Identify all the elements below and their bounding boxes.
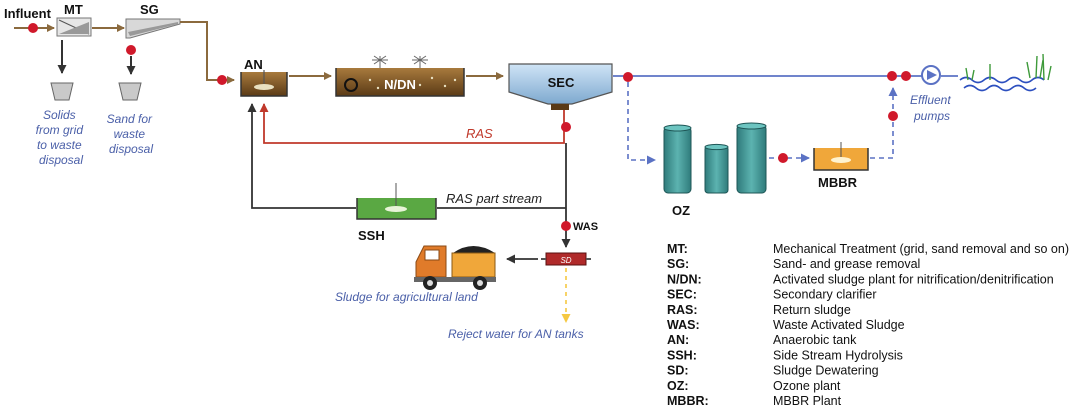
legend-abbr: SSH: (667, 348, 697, 362)
sec-to-oz-line (627, 82, 656, 165)
legend: MT: Mechanical Treatment (grid, sand remo… (667, 242, 1069, 408)
legend-description: Return sludge (773, 303, 851, 317)
ndn-tank (335, 68, 465, 97)
sample-point-oz-outlet (778, 153, 788, 163)
ndn-label: N/DN (384, 77, 416, 92)
legend-abbr: MT: (667, 242, 688, 256)
sample-point-ras (561, 122, 571, 132)
legend-abbr: WAS: (667, 318, 700, 332)
legend-description: Mechanical Treatment (grid, sand removal… (773, 242, 1069, 256)
mbbr-label: MBBR (818, 175, 858, 190)
ssh-to-an-line (247, 103, 356, 209)
legend-abbr: N/DN: (667, 272, 702, 286)
ras-line (259, 103, 565, 144)
sg-to-an-arrow (180, 21, 235, 84)
legend-description: Activated sludge plant for nitrification… (773, 272, 1054, 286)
sd-dewatering-icon (541, 252, 591, 266)
ras-part-stream-label: RAS part stream (446, 191, 542, 206)
sample-point-an-inlet (217, 75, 227, 85)
legend-abbr: SEC: (667, 288, 697, 302)
mt-label: MT (64, 2, 83, 17)
legend-abbr: RAS: (667, 303, 698, 317)
mbbr-tank (813, 142, 869, 171)
legend-description: Anaerobic tank (773, 333, 857, 347)
an-label: AN (244, 57, 263, 72)
sd-label: SD (560, 256, 571, 265)
ssh-tank (356, 183, 437, 220)
was-label: WAS (573, 221, 598, 233)
sand-bin-icon (118, 82, 142, 101)
legend-description: Sand- and grease removal (773, 257, 920, 271)
oz-plant (663, 122, 767, 194)
reject-water-note: Reject water for AN tanks (448, 327, 584, 341)
legend-description: MBBR Plant (773, 394, 842, 408)
influent-label: Influent (4, 6, 52, 21)
sludge-agri-note: Sludge for agricultural land (335, 290, 478, 304)
legend-description: Sludge Dewatering (773, 364, 879, 378)
legend-abbr: SG: (667, 257, 689, 271)
legend-description: Ozone plant (773, 379, 841, 393)
sample-point-sg (126, 45, 136, 55)
river-icon (959, 53, 1052, 92)
sec-clarifier (508, 63, 613, 110)
sg-label: SG (140, 2, 159, 17)
aerator-icon (372, 55, 428, 68)
legend-description: Secondary clarifier (773, 288, 877, 302)
ras-label: RAS (466, 126, 493, 141)
legend-abbr: MBBR: (667, 394, 709, 408)
sample-point-mbbr-outlet (888, 111, 898, 121)
solids-bin-icon (50, 82, 74, 101)
sand-note: Sand for waste disposal (107, 112, 156, 156)
legend-abbr: SD: (667, 364, 689, 378)
sample-point-sec-outlet (623, 72, 633, 82)
legend-abbr: AN: (667, 333, 689, 347)
solids-note: Solids from grid to waste disposal (36, 108, 87, 167)
effluent-note: Effluent pumps (910, 93, 954, 123)
ssh-label: SSH (358, 228, 385, 243)
mt-tank (56, 17, 92, 37)
legend-abbr: OZ: (667, 379, 689, 393)
mbbr-to-effluent-line (870, 87, 898, 159)
an-tank (240, 70, 288, 97)
sample-point-effluent (887, 71, 897, 81)
sample-point-pump (901, 71, 911, 81)
sec-label: SEC (548, 75, 575, 90)
sg-tank (125, 18, 181, 39)
legend-description: Waste Activated Sludge (773, 318, 905, 332)
truck-icon (414, 245, 496, 290)
sample-point-influent (28, 23, 38, 33)
sample-point-was (561, 221, 571, 231)
pump-icon (921, 65, 941, 85)
oz-label: OZ (672, 203, 690, 218)
legend-description: Side Stream Hydrolysis (773, 348, 903, 362)
